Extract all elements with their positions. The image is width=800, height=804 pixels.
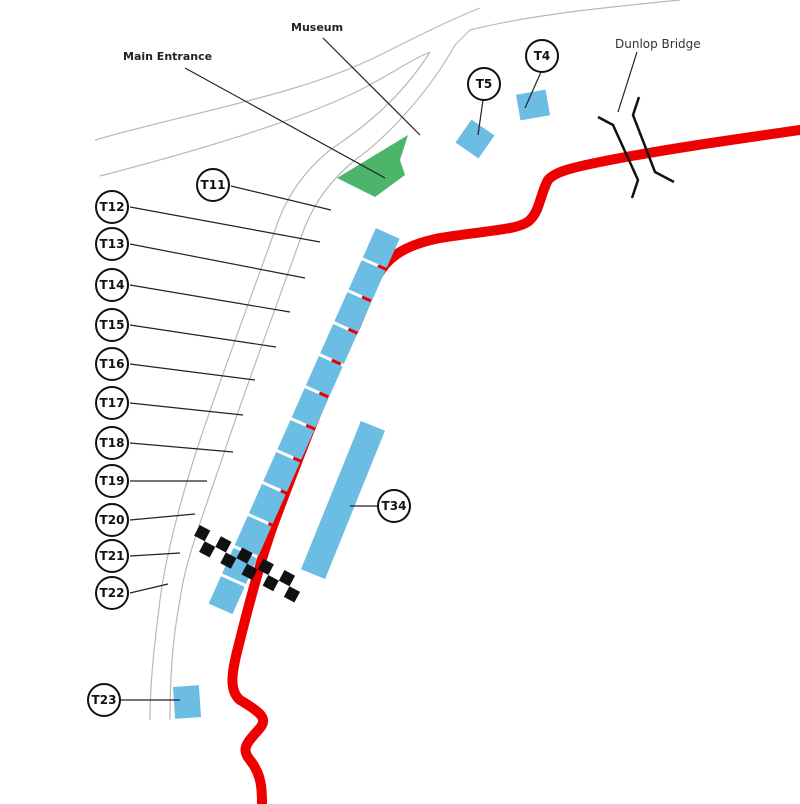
stand-T20[interactable] bbox=[234, 515, 272, 556]
badge-T12[interactable]: T12 bbox=[95, 190, 129, 224]
badge-T18[interactable]: T18 bbox=[95, 426, 129, 460]
stand-T16[interactable] bbox=[291, 387, 329, 428]
badge-T4[interactable]: T4 bbox=[525, 39, 559, 73]
badge-T11[interactable]: T11 bbox=[196, 168, 230, 202]
badge-T20[interactable]: T20 bbox=[95, 503, 129, 537]
race-track bbox=[227, 125, 800, 804]
stand-T34[interactable] bbox=[300, 420, 386, 580]
badge-leaders bbox=[120, 71, 542, 701]
grandstand-badges: T4 T5 T11 T12 T13 T14 T15 T16 T17 T18 T1… bbox=[87, 39, 559, 717]
road-top-right bbox=[454, 0, 681, 46]
stand-T17[interactable] bbox=[277, 419, 315, 460]
badge-T23[interactable]: T23 bbox=[87, 683, 121, 717]
bridge-right-side bbox=[631, 96, 675, 184]
start-finish-line bbox=[194, 524, 301, 603]
stand-T18[interactable] bbox=[263, 451, 300, 492]
dunlop-bridge-label: Dunlop Bridge bbox=[615, 37, 701, 51]
bridge-leader bbox=[617, 51, 638, 113]
badge-T5[interactable]: T5 bbox=[467, 67, 501, 101]
stand-T19[interactable] bbox=[248, 483, 286, 524]
stand-T5[interactable] bbox=[455, 119, 495, 159]
svg-text:T13: T13 bbox=[100, 237, 125, 251]
road-curve-1 bbox=[149, 51, 431, 721]
svg-text:T4: T4 bbox=[534, 49, 551, 63]
stand-T11[interactable] bbox=[362, 228, 400, 268]
badge-T21[interactable]: T21 bbox=[95, 539, 129, 573]
museum-building bbox=[337, 135, 408, 197]
svg-text:T17: T17 bbox=[100, 396, 125, 410]
badge-T17[interactable]: T17 bbox=[95, 386, 129, 420]
main-entrance-label[interactable]: Main Entrance bbox=[123, 50, 212, 63]
main-entrance-leader bbox=[184, 67, 386, 179]
badge-T15[interactable]: T15 bbox=[95, 308, 129, 342]
museum-leader bbox=[322, 37, 421, 136]
stand-T23[interactable] bbox=[172, 685, 202, 719]
svg-text:T15: T15 bbox=[100, 318, 125, 332]
badge-T13[interactable]: T13 bbox=[95, 227, 129, 261]
badge-T22[interactable]: T22 bbox=[95, 576, 129, 610]
road-outer-top bbox=[94, 7, 481, 141]
svg-text:T5: T5 bbox=[476, 77, 493, 91]
badge-T19[interactable]: T19 bbox=[95, 464, 129, 498]
road-curve-2 bbox=[169, 44, 456, 721]
access-roads bbox=[94, 0, 681, 721]
svg-text:T22: T22 bbox=[100, 586, 125, 600]
bridge-left-side bbox=[597, 115, 640, 199]
stand-T14[interactable] bbox=[320, 324, 357, 364]
svg-text:T34: T34 bbox=[382, 499, 407, 513]
badge-T34[interactable]: T34 bbox=[377, 489, 411, 523]
svg-text:T19: T19 bbox=[100, 474, 125, 488]
svg-text:T14: T14 bbox=[100, 278, 125, 292]
stand-T4[interactable] bbox=[515, 89, 551, 121]
stand-T13[interactable] bbox=[334, 292, 372, 332]
badge-T14[interactable]: T14 bbox=[95, 268, 129, 302]
svg-text:T16: T16 bbox=[100, 357, 125, 371]
svg-text:T12: T12 bbox=[100, 200, 125, 214]
svg-text:T18: T18 bbox=[100, 436, 125, 450]
svg-text:T21: T21 bbox=[100, 549, 125, 563]
stand-T12[interactable] bbox=[348, 260, 386, 300]
svg-text:T11: T11 bbox=[201, 178, 226, 192]
dunlop-bridge: Dunlop Bridge bbox=[597, 37, 701, 199]
stand-T15[interactable] bbox=[305, 356, 343, 396]
badge-T16[interactable]: T16 bbox=[95, 347, 129, 381]
stand-T22[interactable] bbox=[208, 576, 245, 615]
svg-text:T20: T20 bbox=[100, 513, 125, 527]
svg-text:T23: T23 bbox=[92, 693, 117, 707]
road-inner-top bbox=[99, 51, 431, 177]
museum-label[interactable]: Museum bbox=[291, 21, 343, 34]
